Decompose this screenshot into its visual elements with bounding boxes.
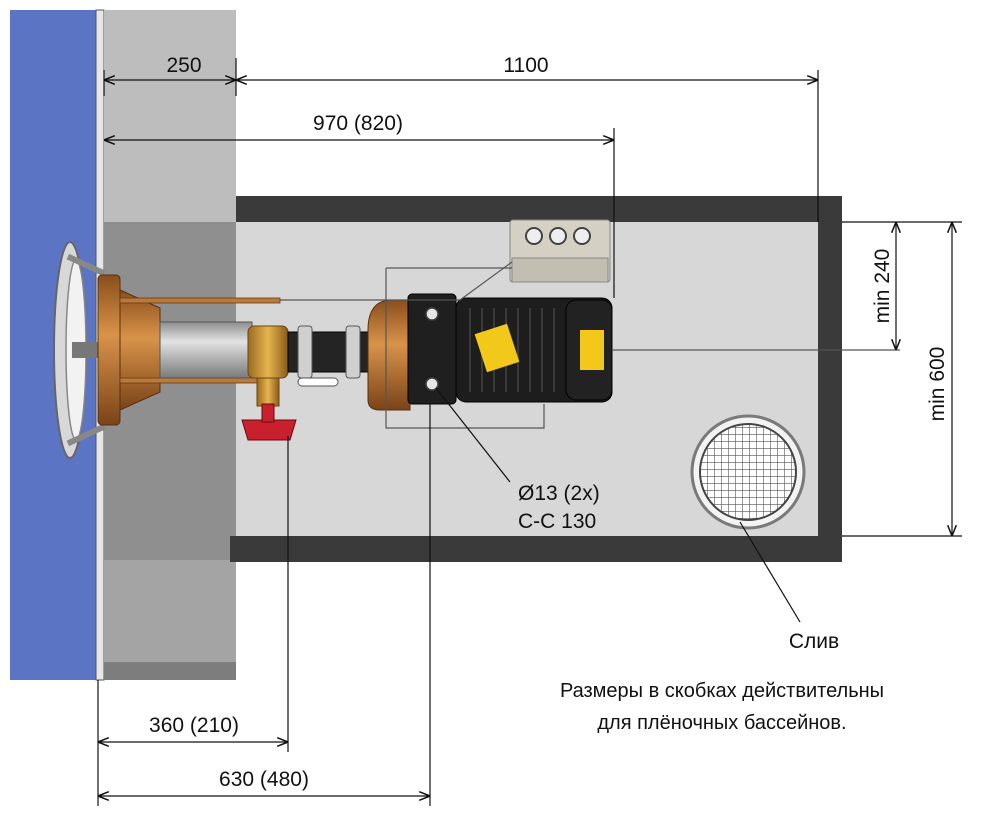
cable-gland-3 <box>573 227 591 245</box>
concrete-wall-base <box>104 662 236 680</box>
drain-plug <box>297 377 339 387</box>
callout-hole-spacing: C-C 130 <box>518 510 596 533</box>
wall-fitting-body <box>119 289 161 411</box>
dim-inlet-length: 970 (820) <box>313 112 403 135</box>
callout-drain: Слив <box>789 630 839 653</box>
cable-gland-1 <box>525 227 543 245</box>
pump-housing <box>367 299 411 411</box>
motor-warning-label <box>474 323 520 373</box>
inlet-bolt-top <box>66 253 106 277</box>
mount-hole-top <box>425 307 439 321</box>
note-line-2: для плёночных бассейнов. <box>597 712 846 734</box>
terminal-box-base <box>511 257 609 283</box>
pit-left-return <box>230 536 238 562</box>
cable-line <box>280 261 513 301</box>
hose-clamp-left <box>297 325 313 379</box>
valve-body <box>247 325 289 379</box>
wall-fitting-flange <box>97 274 121 426</box>
dim-wall-thickness: 250 <box>166 54 201 77</box>
mount-hole-bottom <box>425 377 439 391</box>
concrete-wall-top <box>104 10 236 222</box>
dim-pit-clearance: min 240 <box>871 249 894 324</box>
drain-grate <box>699 423 797 521</box>
inlet-bolt-bottom <box>66 423 106 447</box>
valve-stem <box>256 377 280 407</box>
dim-motor-mount-distance: 630 (480) <box>219 768 309 791</box>
cable-gland-2 <box>549 227 567 245</box>
leader-drain <box>739 521 801 623</box>
sensor-rod-bottom <box>119 377 261 384</box>
dim-pit-width: min 600 <box>926 347 949 422</box>
valve-handle-hub <box>261 403 275 423</box>
inlet-stub <box>72 342 102 358</box>
motor-outline-ref <box>385 267 545 429</box>
callout-mount-holes: Ø13 (2x) <box>518 482 600 505</box>
note-line-1: Размеры в скобках действительны <box>560 680 884 702</box>
sensor-rod-top <box>119 297 281 304</box>
valve-handle <box>241 419 297 441</box>
dim-pump-offset: 1100 <box>503 54 548 77</box>
leader-mount-hole <box>435 387 511 483</box>
hose-clamp-right <box>345 325 361 379</box>
suction-pipe <box>159 321 253 379</box>
motor-cooling-fins <box>469 308 555 392</box>
motor-rating-label <box>580 330 604 370</box>
concrete-wall-bottom <box>104 560 236 680</box>
dim-valve-distance: 360 (210) <box>149 714 239 737</box>
